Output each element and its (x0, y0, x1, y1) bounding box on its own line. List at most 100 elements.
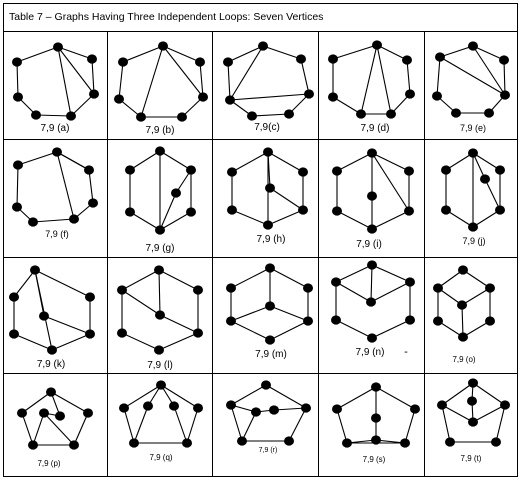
graph-edge (445, 152, 474, 171)
graph-label: 7,9 (n) (356, 347, 385, 358)
graph-vertex (366, 297, 376, 307)
graph-vertex (227, 167, 237, 177)
graph-edge (43, 315, 91, 335)
graph-vertex (500, 400, 510, 410)
graph-edge (335, 281, 372, 303)
graph-cell-g: 7,9 (g) (125, 146, 196, 254)
graph-vertex (195, 57, 205, 67)
graph-edge (441, 404, 474, 423)
graph-label: 7,9 (q) (149, 453, 172, 462)
graph-edge (472, 209, 501, 228)
graph-vertex (265, 301, 275, 311)
graph-edge (16, 164, 19, 208)
graph-label: 7,9 (m) (255, 349, 287, 360)
graph-label: 7,9 (o) (452, 355, 475, 364)
graph-cell-m: 7,9 (m) (226, 263, 313, 360)
graph-edge (336, 210, 373, 230)
graph-edge (376, 44, 408, 61)
graph-vertex (301, 403, 311, 413)
graph-cell-o: 7,9 (o) (433, 265, 495, 364)
graph-edge (123, 384, 162, 409)
graph-vertex (367, 224, 377, 234)
graph-edge (371, 152, 410, 172)
graph-vertex (118, 57, 128, 67)
graph-edge (230, 384, 267, 406)
graph-vertex (119, 403, 129, 413)
graph-vertex (53, 42, 63, 52)
graph-edge (461, 304, 464, 338)
graph-edge (158, 269, 199, 291)
graph-vertex (155, 310, 165, 320)
graph-label: 7,9 (a) (41, 123, 70, 134)
graph-edge (140, 45, 164, 118)
graph-edge (121, 269, 160, 291)
graph-vertex (87, 54, 97, 64)
graph-cell-a: 7,9 (a) (12, 42, 99, 134)
graph-vertex (39, 408, 49, 418)
graph-cell-e: 7,9 (e) (432, 41, 510, 133)
graph-edge (122, 45, 164, 63)
graph-vertex (85, 329, 95, 339)
graph-vertex (114, 94, 124, 104)
graph-cells: 7,9 (a)7,9 (b)7,9(c)7,9 (d)7,9 (e)7,9 (f… (9, 40, 510, 468)
graph-vertex (251, 407, 261, 417)
graph-edge (159, 211, 192, 231)
graph-vertex (169, 401, 179, 411)
graph-vertex (303, 283, 313, 293)
graph-edge (462, 269, 491, 289)
graph-vertex (83, 408, 93, 418)
graph-vertex (223, 57, 233, 67)
graph-vertex (500, 90, 510, 100)
graph-vertex (52, 147, 62, 157)
graph-vertex (186, 165, 196, 175)
graph-cell-f: 7,9 (f) (12, 147, 98, 239)
graph-edge (57, 46, 95, 95)
graph-edge (199, 61, 204, 98)
graph-vertex (155, 225, 165, 235)
table-title: Table 7 – Graphs Having Three Independen… (9, 11, 323, 23)
graph-edge (375, 386, 416, 410)
graph-vertex (154, 265, 164, 275)
graph-vertex (332, 166, 342, 176)
graph-edge (173, 405, 188, 444)
graph-vertex (125, 207, 135, 217)
graph-vertex (468, 378, 478, 388)
graph-vertex (433, 316, 443, 326)
graph-vertex (265, 263, 275, 273)
graph-vertex (284, 436, 294, 446)
graph-cell-t: 7,9 (t) (437, 378, 510, 463)
graph-vertex (193, 328, 203, 338)
graph-cell-j: 7,9 (j) (441, 148, 505, 246)
graph-edge (121, 332, 160, 351)
graph-edge (439, 45, 474, 58)
graph-edge (34, 269, 45, 317)
graph-vertex (367, 191, 377, 201)
graph-edge (231, 151, 269, 173)
graph-vertex (499, 55, 509, 65)
graph-vertex (263, 147, 273, 157)
graph-vertex (171, 188, 181, 198)
graph-edge (439, 56, 506, 96)
graph-edge (32, 218, 75, 223)
graph-edge (370, 264, 373, 303)
graph-vertex (284, 109, 294, 119)
graph-vertex (261, 380, 271, 390)
graph-edge (406, 59, 411, 95)
graph-edge (437, 320, 464, 338)
graph-vertex (39, 311, 49, 321)
graph-label: 7,9 (p) (37, 459, 60, 468)
graph-vertex (404, 206, 414, 216)
graph-vertex (458, 332, 468, 342)
graph-edge (35, 114, 72, 117)
graph-edge (251, 113, 290, 117)
graph-vertex (193, 403, 203, 413)
graph-vertex (296, 54, 306, 64)
graph-vertex (237, 436, 247, 446)
graph-edge (360, 44, 378, 115)
graph-edge (441, 382, 474, 406)
graph-edge (229, 93, 310, 101)
table-border (3, 3, 518, 477)
graph-cell-i: 7,9 (i) (332, 148, 414, 250)
graph-vertex (265, 183, 275, 193)
